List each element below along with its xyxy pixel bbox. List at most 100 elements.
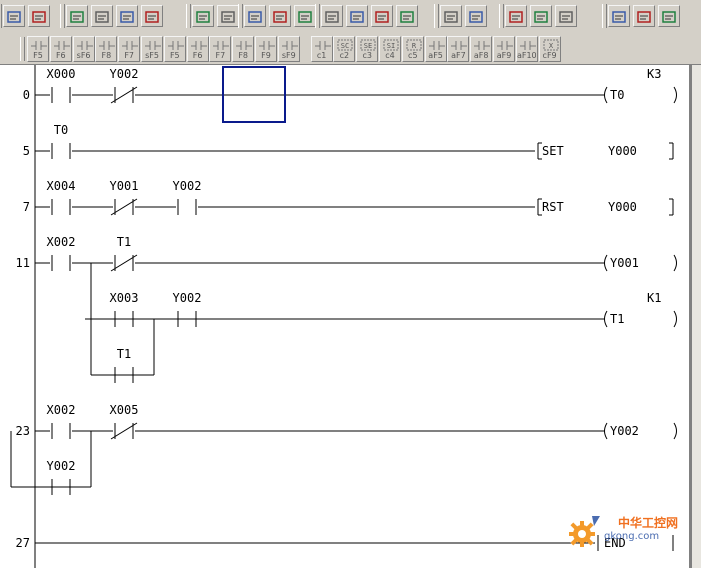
tool-vertical-line-button[interactable]: F5 [163,36,186,62]
tool-alt-f5-button[interactable]: aF5 [424,36,447,62]
fkey-label: F8 [101,51,112,60]
instr-device-label: Y000 [608,144,637,158]
monitor-button[interactable] [192,5,214,27]
tool-alt-f10-button[interactable]: aF10 [515,36,538,62]
parallel-closed-contact-icon [76,41,93,50]
ladder-edit-button[interactable] [66,5,88,27]
layout-button[interactable] [658,5,680,27]
transfer-icon [221,9,235,23]
step-up-button[interactable] [346,5,368,27]
alt-f9-icon [497,41,513,50]
close-project-button[interactable] [28,5,50,27]
contact-x002[interactable]: X002 [47,403,76,439]
fkey-label: aF5 [428,51,443,60]
error-check-button[interactable] [608,5,630,27]
tool-horizontal-line-button[interactable]: F6 [186,36,209,62]
comment-c5-icon: R [406,39,422,51]
contact-y001[interactable]: Y001 [110,179,139,216]
step-move-button[interactable] [396,5,418,27]
step-number: 7 [23,200,30,214]
ladder-write-icon [95,9,109,23]
coil-gap [600,425,672,437]
contact-t0[interactable]: T0 [50,123,72,159]
tool-coil-button[interactable]: F7 [118,36,141,62]
fkey-label: F7 [215,51,226,60]
contact-device-label: Y002 [110,67,139,81]
list-button[interactable] [465,5,487,27]
contact-x004[interactable]: X004 [47,179,76,215]
tool-falling-edge-button[interactable]: F9 [255,36,277,62]
contact-x002[interactable]: X002 [47,235,76,271]
contact-y002[interactable]: Y002 [173,291,202,327]
toolbar-separator [434,4,439,28]
paste-button[interactable] [294,5,316,27]
tool-parallel-open-contact-button[interactable]: sF5 [141,36,163,62]
window-button[interactable] [440,5,462,27]
coil-close-bracket [673,254,677,272]
tool-parallel-closed-contact-button[interactable]: sF6 [72,36,95,62]
coil-open-bracket [604,310,608,328]
program-check-button[interactable] [505,5,527,27]
copy-button[interactable] [269,5,291,27]
fkey-label: F6 [55,51,66,60]
coil-y001[interactable]: Y001 [600,254,677,272]
edit-cursor[interactable] [222,66,286,123]
ladder-edit-icon [70,9,84,23]
ladder-write-button[interactable] [91,5,113,27]
param-button[interactable] [530,5,552,27]
contact-x003[interactable]: X003 [110,291,139,327]
sfc-button[interactable] [633,5,655,27]
find-device-icon [325,9,339,23]
contact-y002[interactable]: Y002 [173,179,202,215]
vertical-scrollbar[interactable] [691,65,701,568]
tool-rising-edge-button[interactable]: F8 [232,36,255,62]
contact-t1[interactable]: T1 [110,235,138,272]
coil-close-bracket [673,310,677,328]
read-plc-button[interactable] [244,5,266,27]
contact-y002[interactable]: Y002 [110,67,139,104]
close-project-icon [32,9,46,23]
tool-comment-c1-button[interactable]: c1 [310,36,333,62]
find-device-button[interactable] [321,5,343,27]
contact-t1[interactable]: T1 [113,347,135,383]
fkey-label: F5 [33,51,43,60]
tool-invert-button[interactable]: sF9 [277,36,300,62]
instr-device-label: Y000 [608,200,637,214]
contact-y002[interactable]: Y002 [47,459,76,495]
tool-open-contact-button[interactable]: F5 [27,36,49,62]
contact-x005[interactable]: X005 [110,403,139,440]
contact-gap [176,201,198,213]
tool-alt-f7-button[interactable]: aF7 [447,36,470,62]
open-project-button[interactable] [3,5,25,27]
device-comment-button[interactable] [141,5,163,27]
end-instruction[interactable]: END [595,535,675,551]
tool-alt-f9-button[interactable]: aF9 [493,36,515,62]
step-down-button[interactable] [371,5,393,27]
tool-delete-line-button[interactable]: F7 [209,36,232,62]
watermark: 中华工控网 gkong.com [566,512,701,552]
transfer-button[interactable] [217,5,239,27]
tool-closed-contact-button[interactable]: F6 [49,36,72,62]
open-contact-icon [31,41,47,50]
set-device-button[interactable] [555,5,577,27]
contact-gap [50,257,72,269]
contact-device-label: T1 [117,347,131,361]
tool-branch-contact-button[interactable]: F8 [95,36,118,62]
ladder-erase-button[interactable] [116,5,138,27]
coil-y002[interactable]: Y002 [600,422,677,440]
contact-x000[interactable]: X000 [47,67,76,103]
contact-slash [110,86,138,104]
alt-f5-icon [428,41,445,50]
tool-alt-f8-button[interactable]: aF8 [470,36,493,62]
comment-c3-icon: SE [360,39,376,51]
